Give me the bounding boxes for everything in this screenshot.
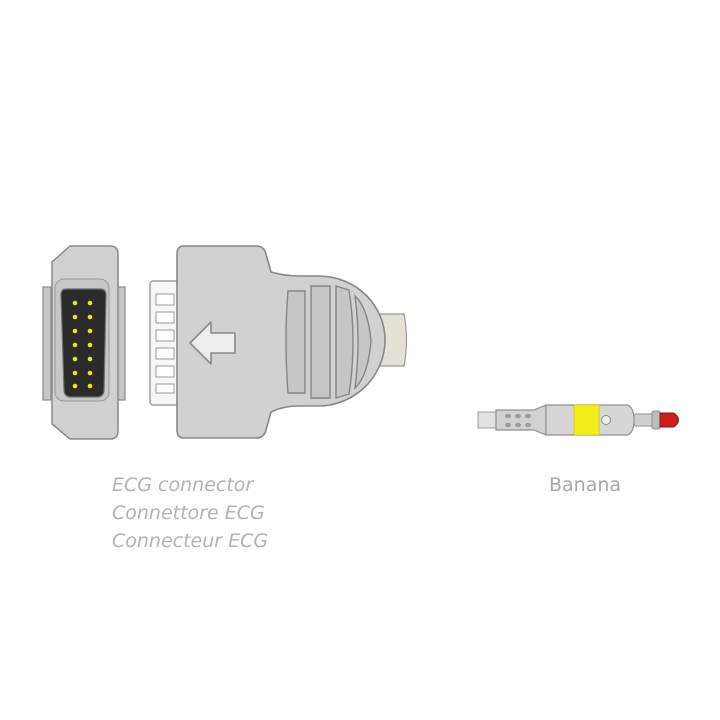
banana-neck <box>633 413 655 427</box>
banana-caption: Banana <box>549 471 621 499</box>
ecg-connector-caption: ECG connector Connettore ECG Connecteur … <box>112 471 268 555</box>
banana-collar <box>651 410 661 430</box>
banana-strain-relief <box>495 404 547 436</box>
grip-rib-1 <box>285 290 306 394</box>
banana-color-band <box>573 404 600 436</box>
ecg-connector-label-en: ECG connector <box>112 474 254 496</box>
banana-vent-holes <box>505 413 531 428</box>
banana-label: Banana <box>549 474 622 496</box>
ecg-connector-label-fr: Connecteur ECG <box>112 530 269 552</box>
grip-rib-2 <box>310 285 331 399</box>
banana-cable <box>477 411 499 429</box>
insert-arrow-icon <box>189 321 236 365</box>
socket-pins <box>72 300 93 389</box>
ecg-socket <box>42 245 126 440</box>
socket-side-rail-left <box>42 286 52 401</box>
ecg-plug <box>149 245 408 439</box>
plug-pin-slots <box>155 293 175 394</box>
grip-rib-4 <box>354 294 372 390</box>
banana-tip <box>659 412 679 428</box>
banana-release-button <box>601 415 611 425</box>
socket-d-shell <box>60 288 107 398</box>
ecg-connector-label-it: Connettore ECG <box>112 502 265 524</box>
banana-connector <box>477 404 679 436</box>
plug-body <box>176 245 386 439</box>
grip-rib-3 <box>335 285 354 399</box>
